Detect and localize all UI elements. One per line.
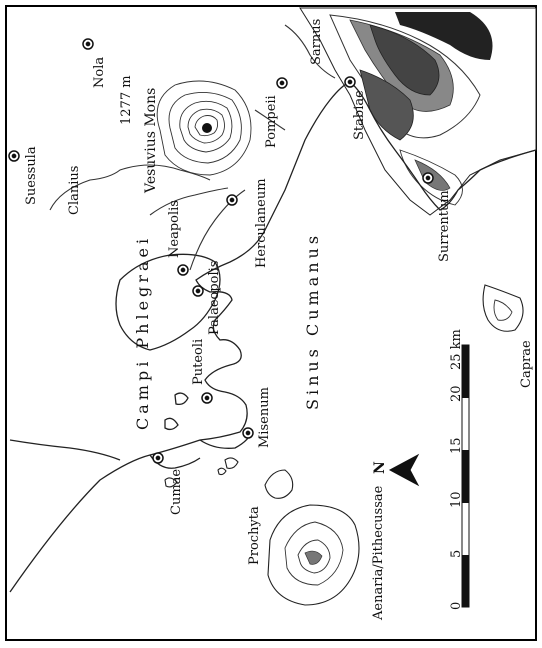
- label-surrentum: Surrentum: [437, 190, 452, 262]
- scale-bar: 0 5 10 15 20 25 km: [449, 329, 470, 610]
- islet-1: [224, 457, 239, 469]
- marker-surrentum: [422, 172, 434, 184]
- scale-tick-25: 25 km: [449, 329, 464, 370]
- river-sarnus: [284, 24, 336, 79]
- island-capreae: [482, 284, 524, 332]
- label-puteoli: Puteoli: [191, 339, 206, 385]
- island-capreae-relief: [493, 299, 513, 321]
- coastline-peninsula: [349, 81, 537, 211]
- sorrento-relief: [299, 7, 537, 216]
- label-misenum: Misenum: [257, 387, 272, 448]
- scale-tick-15: 15: [449, 437, 464, 454]
- marker-neapolis: [177, 264, 189, 276]
- campi-outline: [115, 253, 221, 351]
- island-aenaria: [267, 504, 360, 606]
- marker-palaeopolis: [192, 285, 204, 297]
- label-suessula: Suessula: [24, 146, 39, 205]
- label-prochyta: Prochyta: [247, 506, 262, 565]
- river-small: [254, 109, 286, 131]
- marker-cumae: [152, 452, 164, 464]
- scale-tick-5: 5: [449, 550, 464, 558]
- north-arrow-icon: [388, 453, 420, 487]
- label-capreae: Caprae: [519, 340, 534, 388]
- marker-suessula: [8, 150, 20, 162]
- label-campi: Campi Phlegraei: [133, 235, 152, 430]
- coastline-left: [9, 439, 121, 461]
- label-palaeopolis: Palaeopolis: [207, 261, 222, 335]
- marker-nola: [82, 38, 94, 50]
- label-sinus: Sinus Cumanus: [303, 232, 322, 410]
- marker-pompeii: [276, 77, 288, 89]
- scale-tick-10: 10: [449, 491, 464, 508]
- label-stabiae: Stabiae: [352, 90, 367, 140]
- river-herculaneum: [149, 187, 229, 216]
- marker-puteoli: [201, 392, 213, 404]
- label-pompeii: Pompeii: [264, 95, 279, 148]
- island-prochyta: [264, 469, 294, 499]
- label-vesuvius: Vesuvius Mons: [143, 88, 159, 194]
- label-nola: Nola: [92, 57, 107, 88]
- labels-layer: Nola Suessula Clanius Vesuvius Mons 1277…: [24, 19, 534, 621]
- islet-2: [217, 467, 227, 476]
- north-arrow: N: [372, 453, 420, 487]
- label-aenaria: Aenaria/Pithecussae: [371, 485, 386, 621]
- islet-3: [164, 477, 178, 488]
- settlement-markers: [8, 38, 434, 464]
- scale-tick-20: 20: [449, 385, 464, 402]
- label-cumae: Cumae: [169, 469, 184, 515]
- marker-stabiae: [344, 76, 356, 88]
- lake-averno: [174, 392, 189, 406]
- marker-herculaneum: [226, 194, 238, 206]
- scale-tick-0: 0: [449, 602, 464, 610]
- label-clanius: Clanius: [67, 166, 82, 215]
- label-north: N: [372, 461, 388, 474]
- lake-lucrino: [164, 417, 179, 431]
- label-elevation: 1277 m: [119, 75, 134, 125]
- coastline-main: [9, 81, 351, 593]
- label-neapolis: Neapolis: [167, 200, 182, 258]
- vesuvius-contours: [156, 80, 252, 176]
- label-sarnus: Sarnus: [309, 19, 324, 65]
- label-herculaneum: Herculaneum: [254, 178, 269, 268]
- marker-misenum: [242, 427, 254, 439]
